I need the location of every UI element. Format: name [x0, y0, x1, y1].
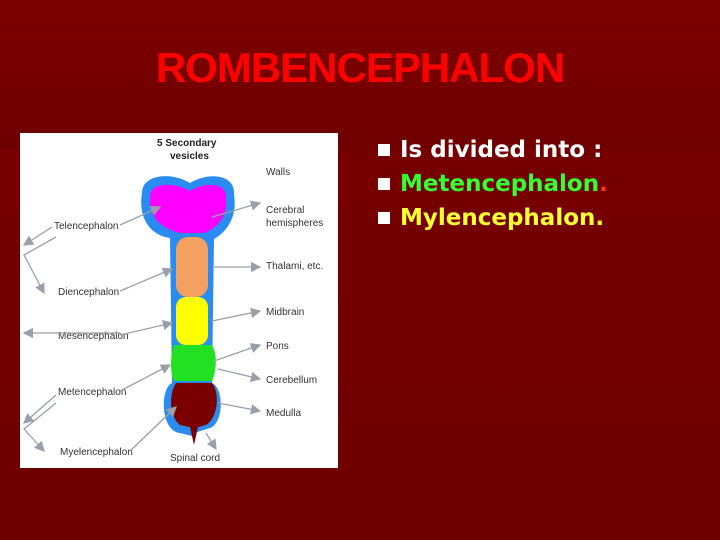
arrow-myelencephalon-vesicle: [129, 406, 177, 452]
bullet-item: Is divided into :: [378, 133, 608, 167]
bullet-item: Metencephalon.: [378, 167, 608, 201]
square-bullet-icon: [378, 178, 390, 190]
metencephalon-vesicle: [171, 345, 216, 381]
arrow-spinal-cord: [205, 432, 217, 451]
arrow-medulla: [217, 402, 262, 415]
arrow-pons: [213, 343, 262, 362]
label-telencephalon: Telencephalon: [54, 221, 119, 232]
square-bullet-icon: [378, 212, 390, 224]
bullet-list: Is divided into : Metencephalon. Mylence…: [378, 133, 608, 235]
bullet-text: Metencephalon: [400, 171, 600, 197]
arrow-metencephalon-down: [23, 402, 57, 452]
spinal-cord-tip: [190, 427, 198, 445]
brain-vesicles-figure: 5 Secondary vesicles Telencephalon Dienc…: [20, 133, 338, 468]
bullet-item: Mylencephalon.: [378, 201, 608, 235]
label-pons: Pons: [266, 341, 289, 352]
label-diencephalon: Diencephalon: [58, 287, 119, 298]
square-bullet-icon: [378, 144, 390, 156]
arrow-cerebellum: [217, 368, 262, 382]
diencephalon-vesicle: [176, 237, 208, 297]
arrow-mesencephalon-vesicle: [119, 319, 174, 336]
band-step: [0, 132, 18, 150]
figure-header-line2: vesicles: [170, 151, 209, 162]
vesicles-diagram: 5 Secondary vesicles Telencephalon Dienc…: [22, 138, 323, 464]
label-walls: Walls: [266, 167, 290, 178]
slide-title: ROMBENCEPHALON: [155, 44, 565, 91]
label-cerebral-line1: Cerebral: [266, 205, 304, 216]
arrow-telencephalon-vesicle: [119, 205, 162, 226]
mesencephalon-vesicle: [176, 297, 208, 345]
title-band: [0, 0, 720, 150]
label-thalami: Thalami, etc.: [266, 261, 323, 272]
bullet-text: Mylencephalon.: [400, 205, 605, 231]
arrow-metencephalon-vesicle: [119, 364, 172, 392]
label-mesencephalon: Mesencephalon: [58, 331, 129, 342]
arrow-metencephalon-left: [23, 394, 57, 424]
label-midbrain: Midbrain: [266, 307, 304, 318]
label-metencephalon: Metencephalon: [58, 387, 126, 398]
arrow-cerebral: [211, 200, 262, 218]
figure-header-line1: 5 Secondary: [157, 138, 217, 149]
label-myelencephalon: Myelencephalon: [60, 447, 133, 458]
arrow-diencephalon-vesicle: [119, 267, 174, 292]
bullet-suffix: .: [599, 171, 608, 197]
arrow-midbrain: [211, 307, 262, 322]
bullet-text: Is divided into :: [400, 137, 603, 163]
arrow-telencephalon-down: [23, 236, 57, 295]
label-spinal-cord: Spinal cord: [170, 453, 220, 464]
label-cerebellum: Cerebellum: [266, 375, 317, 386]
telencephalon-vesicle: [149, 184, 227, 233]
label-medulla: Medulla: [266, 408, 301, 419]
arrow-telencephalon-left: [22, 226, 53, 246]
myelencephalon-vesicle: [171, 383, 217, 428]
label-cerebral-line2: hemispheres: [266, 218, 323, 229]
